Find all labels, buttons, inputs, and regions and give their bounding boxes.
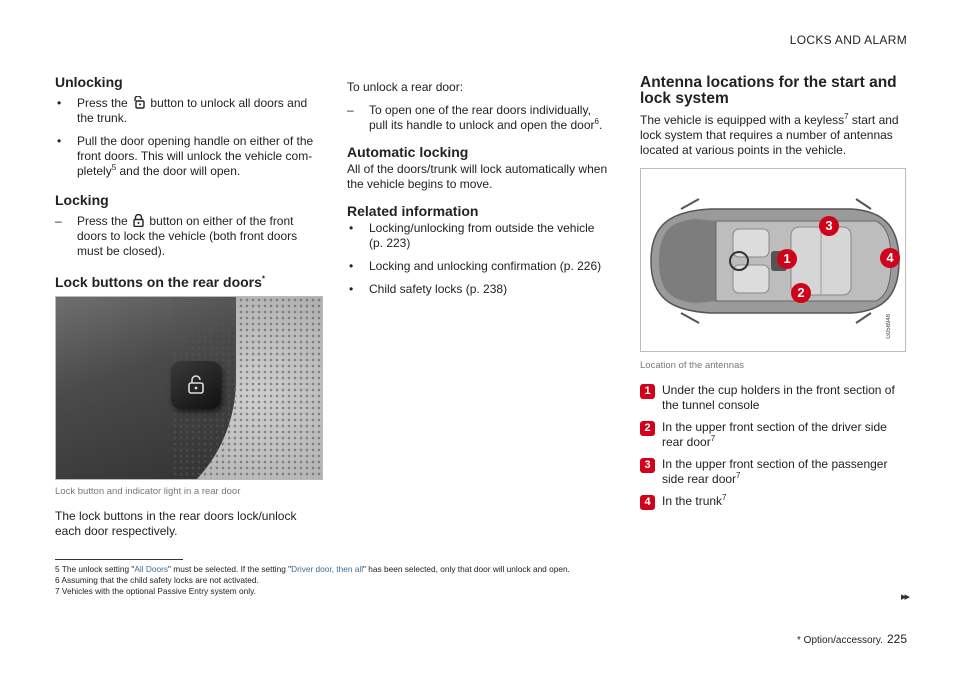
option-note: * Option/accessory. <box>797 635 883 646</box>
rear-door-buttons-heading: Lock buttons on the rear doors* <box>55 274 266 290</box>
callout-3: 3 <box>819 216 839 236</box>
column-1: Unlocking • Press the button to unlock a… <box>55 75 323 549</box>
rear-lock-button <box>171 361 221 409</box>
antenna-item-4: 4 In the trunk7 <box>640 494 908 510</box>
number-badge: 3 <box>640 458 655 473</box>
figure-caption: Location of the antennas <box>640 360 745 371</box>
unlock-icon <box>188 375 204 394</box>
number-badge: 1 <box>640 384 655 399</box>
related-info-heading: Related information <box>347 203 479 219</box>
bullet-marker: • <box>349 282 354 296</box>
car-top-view <box>650 198 900 324</box>
antenna-intro: The vehicle is equipped with a keyless7 … <box>640 112 899 158</box>
rear-door-lock-button-image <box>55 296 323 480</box>
lock-step-1: – Press the button on either of the fron… <box>55 214 298 258</box>
footnote-7: 7 Vehicles with the optional Passive Ent… <box>55 586 256 596</box>
number-badge: 2 <box>640 421 655 436</box>
antenna-locations-figure: 1 2 3 4 G058948 <box>640 168 906 352</box>
column-2: To unlock a rear door: – To open one of … <box>347 80 609 305</box>
bullet-marker: • <box>57 96 62 110</box>
auto-locking-heading: Automatic locking <box>347 144 469 160</box>
callout-2: 2 <box>791 283 811 303</box>
antenna-item-2: 2 In the upper front section of the driv… <box>640 420 908 450</box>
antenna-heading: Antenna locations for the start and lock… <box>640 74 897 107</box>
dash-marker: – <box>347 103 354 117</box>
antenna-item-3: 3 In the upper front section of the pass… <box>640 457 908 487</box>
page-footer: * Option/accessory.225 <box>797 632 907 646</box>
bullet-marker: • <box>57 134 62 148</box>
callout-4: 4 <box>880 248 900 268</box>
figure-code: G058948 <box>886 314 892 339</box>
footnote-6: 6 Assuming that the child safety locks a… <box>55 575 259 585</box>
column-3: Antenna locations for the start and lock… <box>640 75 908 516</box>
figure-caption: Lock button and indicator light in a rea… <box>55 486 241 497</box>
unlock-bullet-2: • Pull the door opening handle on either… <box>57 134 314 178</box>
bullet-marker: • <box>349 221 354 235</box>
related-link[interactable]: •Locking and unlocking confirmation (p. … <box>349 259 602 273</box>
unlocking-heading: Unlocking <box>55 74 123 90</box>
unlock-icon <box>134 96 145 109</box>
next-page-arrows[interactable]: ▸▸ <box>900 591 910 603</box>
auto-locking-text: All of the doors/trunk will lock automat… <box>347 162 608 191</box>
unlock-bullet-1: • Press the button to unlock all doors a… <box>57 96 308 125</box>
related-link[interactable]: •Child safety locks (p. 238) <box>349 282 508 296</box>
page-number: 225 <box>886 632 907 646</box>
lock-icon <box>133 214 144 227</box>
rear-unlock-intro: To unlock a rear door: <box>347 80 464 94</box>
dash-marker: – <box>55 214 62 228</box>
bullet-marker: • <box>349 259 354 273</box>
locking-heading: Locking <box>55 192 109 208</box>
footnote-5: 5 The unlock setting "All Doors" must be… <box>55 564 570 574</box>
number-badge: 4 <box>640 495 655 510</box>
antenna-item-1: 1 Under the cup holders in the front sec… <box>640 383 908 413</box>
section-header: LOCKS AND ALARM <box>789 33 907 47</box>
rear-buttons-text: The lock buttons in the rear doors lock/… <box>55 509 297 538</box>
related-link[interactable]: •Locking/unlocking from outside the vehi… <box>349 221 595 250</box>
callout-1: 1 <box>777 249 797 269</box>
footnote-divider <box>55 559 183 560</box>
rear-unlock-step: – To open one of the rear doors individu… <box>347 103 603 132</box>
